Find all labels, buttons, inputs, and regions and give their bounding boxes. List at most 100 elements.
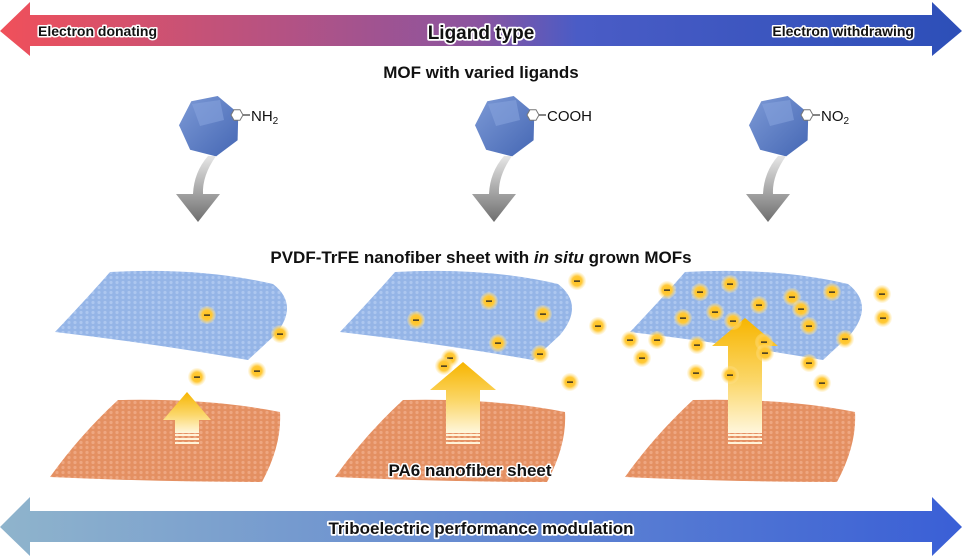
- electron-charge-on-sheet: −: [691, 283, 709, 301]
- minus-sign: −: [761, 346, 768, 360]
- triboelectric-performance-arrow: Triboelectric performance modulation: [0, 497, 962, 556]
- ligand-group: COOH: [547, 108, 592, 125]
- minus-sign: −: [494, 336, 501, 350]
- charge-glow: [271, 325, 289, 343]
- arrow-base-stripe: [728, 438, 762, 440]
- minus-sign: −: [440, 359, 447, 373]
- minus-sign: −: [726, 277, 733, 291]
- ligand-group: NH: [251, 108, 273, 125]
- minus-sign: −: [805, 356, 812, 370]
- electron-charge-on-sheet: −: [271, 325, 289, 343]
- electron-charge-floating: −: [813, 374, 831, 392]
- charge-glow: [706, 303, 724, 321]
- minus-sign: −: [760, 335, 767, 349]
- minus-sign: −: [726, 368, 733, 382]
- minus-sign: −: [841, 332, 848, 346]
- minus-sign: −: [696, 285, 703, 299]
- benzene-ring-icon: [800, 109, 814, 121]
- charge-glow: [721, 275, 739, 293]
- electron-charge-floating: −: [561, 373, 579, 391]
- minus-sign: −: [663, 283, 670, 297]
- ligand-formula-amine: NH2: [251, 108, 279, 127]
- electron-charge-floating: −: [633, 349, 651, 367]
- charge-glow: [568, 272, 586, 290]
- mof-unit-nitro: NO2: [746, 96, 850, 222]
- charge-glow: [688, 336, 706, 354]
- electron-charge-on-sheet: −: [750, 296, 768, 314]
- electron-charge-on-sheet: −: [800, 354, 818, 372]
- pa6-sheet: [625, 399, 856, 482]
- minus-sign: −: [653, 333, 660, 347]
- charge-glow: [687, 364, 705, 382]
- minus-sign: −: [412, 313, 419, 327]
- ligand-subscript: 2: [844, 116, 850, 127]
- electron-charge-on-sheet: −: [800, 317, 818, 335]
- electron-charge-on-sheet: −: [589, 317, 607, 335]
- electron-charge-on-sheet: −: [873, 285, 891, 303]
- charge-glow: [721, 366, 739, 384]
- minus-sign: −: [594, 319, 601, 333]
- up-arrow-icon: [163, 392, 211, 433]
- minus-sign: −: [828, 285, 835, 299]
- charge-glow: [248, 362, 266, 380]
- pvdf-trfe-sheet: [630, 270, 863, 360]
- arrow-base-stripe: [175, 442, 199, 444]
- minus-sign: −: [626, 333, 633, 347]
- minus-sign: −: [193, 370, 200, 384]
- charge-glow: [724, 312, 742, 330]
- minus-sign: −: [878, 287, 885, 301]
- pvdf-title-italic: in situ: [534, 248, 585, 267]
- charge-glow: [823, 283, 841, 301]
- minus-sign: −: [788, 290, 795, 304]
- mof-facet: [762, 100, 794, 126]
- charge-glow: [750, 296, 768, 314]
- minus-sign: −: [638, 351, 645, 365]
- mof-unit-carboxyl: COOH: [472, 96, 592, 222]
- electron-donating-label: Electron donating: [38, 23, 157, 39]
- electron-withdrawing-label: Electron withdrawing: [772, 23, 914, 39]
- charge-glow: [435, 357, 453, 375]
- ligand-type-arrow: Electron donating Ligand type Electron w…: [0, 2, 962, 56]
- charge-glow: [691, 283, 709, 301]
- charge-transfer-arrow-medium: [430, 362, 496, 444]
- minus-sign: −: [539, 307, 546, 321]
- panel-no2: −−−−−−−−−−−−−−−−−−−−−−−−: [621, 270, 892, 482]
- arrow-base-stripe: [728, 442, 762, 444]
- arrow-base-stripe: [446, 438, 480, 440]
- pvdf-trfe-sheet: [340, 270, 573, 360]
- mof-facet: [192, 100, 224, 126]
- pvdf-trfe-sheet: [55, 270, 288, 360]
- electron-charge-on-sheet: −: [531, 345, 549, 363]
- electron-charge-on-sheet: −: [407, 311, 425, 329]
- charge-glow: [800, 354, 818, 372]
- minus-sign: −: [755, 298, 762, 312]
- minus-sign: −: [536, 347, 543, 361]
- minus-sign: −: [805, 319, 812, 333]
- ligand-formula-carboxyl: COOH: [547, 108, 592, 125]
- charge-glow: [188, 368, 206, 386]
- ligand-group: NO: [821, 108, 844, 125]
- electron-charge-on-sheet: −: [721, 275, 739, 293]
- panel-nh2: −−−−: [50, 270, 289, 482]
- electron-charge-on-sheet: −: [706, 303, 724, 321]
- electron-charge-floating: −: [248, 362, 266, 380]
- electron-charge-on-sheet: −: [724, 312, 742, 330]
- panel-cooh: −−−−−−−−−−: [335, 270, 607, 482]
- minus-sign: −: [797, 302, 804, 316]
- up-arrow-icon: [430, 362, 496, 433]
- arrow-base-stripe: [728, 434, 762, 436]
- charge-glow: [407, 311, 425, 329]
- pvdf-title-pre: PVDF-TrFE nanofiber sheet with: [270, 248, 534, 267]
- charge-glow: [480, 292, 498, 310]
- minus-sign: −: [446, 351, 453, 365]
- electron-charge-on-sheet: −: [874, 309, 892, 327]
- charge-glow: [633, 349, 651, 367]
- mof-facet: [488, 100, 520, 126]
- minus-sign: −: [711, 305, 718, 319]
- electron-charge-floating: −: [188, 368, 206, 386]
- electron-charge-floating: −: [621, 331, 639, 349]
- sheet-panels: −−−−−−−−−−−−−−−−−−−−−−−−−−−−−−−−−−−−−−: [50, 270, 892, 482]
- gray-down-arrow-icon: [472, 156, 516, 222]
- ligand-subscript: 2: [273, 116, 279, 127]
